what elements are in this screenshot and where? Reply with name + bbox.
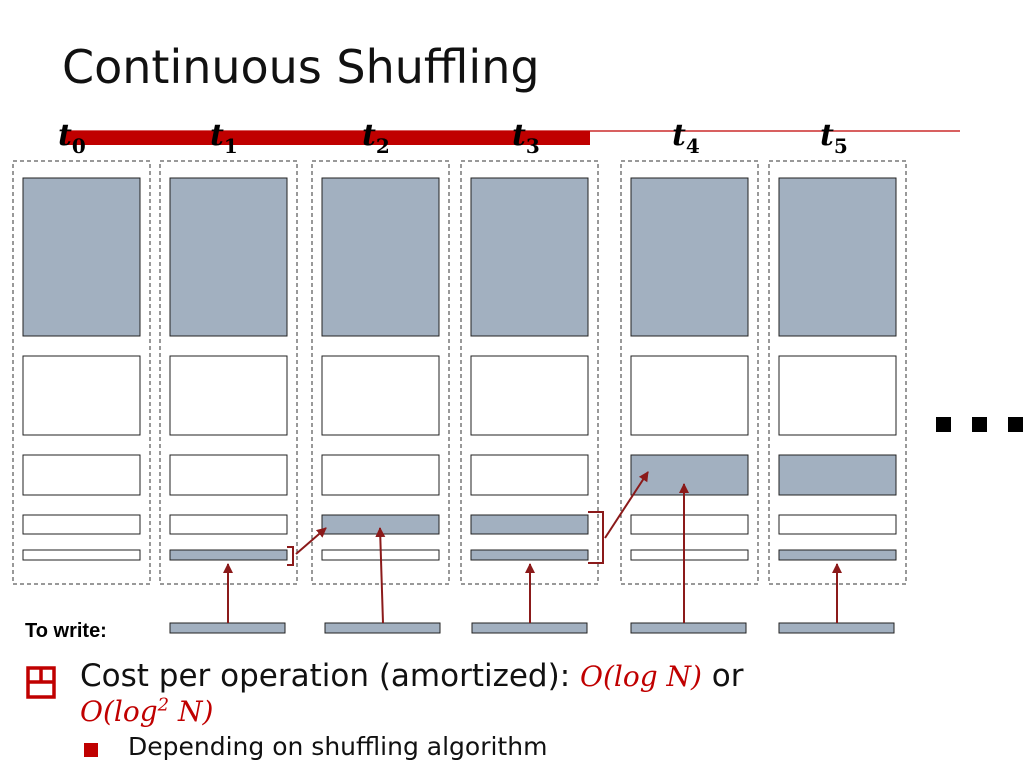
level-box-t1-l4 — [169, 514, 288, 535]
sub-bullet-square-icon — [84, 743, 98, 757]
sub-bullet-text: Depending on shuffling algorithm — [128, 732, 548, 761]
ellipsis-squares — [936, 417, 1023, 432]
write-block-t5 — [778, 622, 895, 634]
level-box-t3-l2 — [470, 355, 589, 436]
slide-title: Continuous Shuffling — [62, 40, 540, 94]
level-box-t1-l5 — [169, 549, 288, 561]
time-label-t5: t5 — [820, 118, 848, 158]
write-arrow-t2 — [375, 527, 386, 624]
level-box-t4-l3 — [630, 454, 749, 496]
level-box-t4-l5 — [630, 549, 749, 561]
time-label-t1: t1 — [210, 118, 238, 158]
cost-formula-log: O(log N) — [580, 660, 702, 693]
level-box-t3-l4 — [470, 514, 589, 535]
level-box-t5-l3 — [778, 454, 897, 496]
bullet-icon — [26, 666, 56, 699]
level-box-t1-l2 — [169, 355, 288, 436]
time-label-t2: t2 — [362, 118, 390, 158]
merge-bracket-t1 — [287, 546, 294, 566]
level-box-t1-l1 — [169, 177, 288, 337]
level-box-t2-l2 — [321, 355, 440, 436]
level-box-t4-l1 — [630, 177, 749, 337]
timeline-progress-bar — [62, 131, 590, 145]
time-label-t0: t0 — [58, 118, 86, 158]
cost-formula-log-squared: O(log2 N) — [80, 694, 214, 728]
time-label-t4: t4 — [672, 118, 700, 158]
merge-bracket-t3 — [588, 511, 604, 564]
level-box-t0-l1 — [22, 177, 141, 337]
level-box-t0-l2 — [22, 355, 141, 436]
merge-arrow-t3-to-t4 — [604, 471, 649, 539]
level-box-t2-l3 — [321, 454, 440, 496]
level-box-t5-l2 — [778, 355, 897, 436]
to-write-label: To write: — [25, 620, 107, 642]
level-box-t1-l3 — [169, 454, 288, 496]
level-box-t2-l1 — [321, 177, 440, 337]
bullet-cost-line1: Cost per operation (amortized): O(log N)… — [80, 658, 744, 694]
level-box-t5-l4 — [778, 514, 897, 535]
level-box-t0-l4 — [22, 514, 141, 535]
level-box-t0-l3 — [22, 454, 141, 496]
level-box-t4-l4 — [630, 514, 749, 535]
level-box-t3-l5 — [470, 549, 589, 561]
write-block-t3 — [471, 622, 588, 634]
level-box-t5-l1 — [778, 177, 897, 337]
merge-arrow-t1-to-t2 — [295, 527, 327, 555]
write-block-t4 — [630, 622, 747, 634]
level-box-t3-l3 — [470, 454, 589, 496]
bullet-cost-line2: O(log2 N) — [80, 693, 213, 729]
level-box-t3-l1 — [470, 177, 589, 337]
level-box-t5-l5 — [778, 549, 897, 561]
bullet-cost-text: Cost per operation (amortized): — [80, 658, 580, 694]
write-block-t2 — [324, 622, 441, 634]
write-block-t1 — [169, 622, 286, 634]
level-box-t0-l5 — [22, 549, 141, 561]
bullet-cost-or: or — [701, 658, 744, 694]
time-label-t3: t3 — [512, 118, 540, 158]
level-box-t4-l2 — [630, 355, 749, 436]
